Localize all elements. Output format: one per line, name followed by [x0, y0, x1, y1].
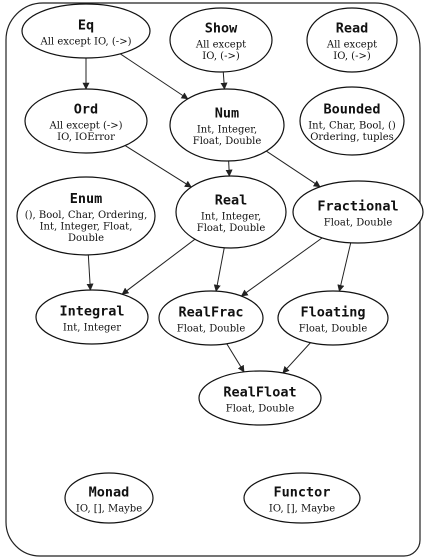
node-enum: Enum (), Bool, Char, Ordering,Int, Intege… — [16, 176, 156, 256]
edge-num-to-fractional — [266, 150, 321, 188]
edge-eq-to-num — [119, 53, 189, 100]
node-fractional-title: Fractional — [317, 198, 398, 214]
node-functor-ellipse — [243, 472, 361, 524]
node-enum-instances-line: Int, Integer, Float, — [40, 221, 133, 232]
node-realfrac-ellipse — [158, 290, 264, 346]
node-monad-title: Monad — [89, 484, 130, 500]
node-read-ellipse — [306, 7, 398, 73]
node-bounded-title: Bounded — [324, 102, 381, 118]
node-num-instances-line: Float, Double — [193, 136, 262, 147]
node-bounded-ellipse — [299, 86, 405, 156]
node-show-ellipse — [169, 7, 273, 73]
node-realfrac-instances-line: Float, Double — [177, 323, 246, 334]
node-enum-instances-line: Double — [68, 233, 104, 244]
node-ord-instances-line: All except (->) — [48, 121, 122, 132]
node-realfloat-title: RealFloat — [223, 384, 296, 400]
edge-ord-to-real — [124, 145, 192, 188]
node-show-instances-line: All except — [195, 40, 246, 51]
node-real-ellipse — [175, 175, 287, 249]
edge-fractional-to-realfrac — [240, 237, 323, 297]
edge-real-to-realfrac — [213, 247, 225, 292]
node-integral-title: Integral — [59, 303, 124, 319]
node-show-instances-line: IO, (->) — [202, 51, 240, 62]
node-enum-ellipse — [16, 176, 156, 256]
node-real-instances-line: Int, Integer, — [201, 212, 261, 223]
edge-real-to-integral — [121, 238, 196, 295]
node-enum-instances-line: (), Bool, Char, Ordering, — [25, 210, 148, 221]
edge-show-to-num — [220, 71, 228, 90]
node-bounded-instances-line: Ordering, tuples — [310, 132, 394, 143]
node-fractional-ellipse — [292, 180, 424, 244]
edge-fractional-to-floating — [337, 242, 352, 292]
edge-num-to-real — [225, 160, 233, 177]
node-real-instances-line: Float, Double — [197, 223, 266, 234]
node-read-instances-line: All except — [326, 40, 377, 51]
edge-enum-to-integral — [86, 254, 94, 291]
node-floating-title: Floating — [300, 304, 365, 320]
node-floating-ellipse — [277, 290, 389, 346]
node-realfloat-instances-line: Float, Double — [226, 403, 295, 414]
node-integral-ellipse — [35, 289, 149, 345]
node-floating-instances-line: Float, Double — [299, 323, 368, 334]
node-functor-instances-line: IO, [], Maybe — [269, 503, 335, 514]
standard-classes-frame — [5, 2, 421, 557]
node-ord-ellipse — [24, 88, 148, 154]
node-fractional-instances-line: Float, Double — [324, 217, 393, 228]
node-integral-instances-line: Int, Integer — [63, 322, 121, 333]
node-ord-instances-line: IO, IOError — [57, 132, 115, 143]
node-realfloat-ellipse — [198, 370, 322, 426]
node-real-title: Real — [215, 193, 248, 209]
node-monad-instances-line: IO, [], Maybe — [76, 503, 142, 514]
node-ord-title: Ord — [74, 102, 98, 118]
node-monad-ellipse — [64, 472, 154, 524]
node-eq-ellipse — [21, 3, 151, 59]
node-show-title: Show — [205, 21, 238, 37]
node-eq-title: Eq — [78, 17, 94, 33]
node-num-ellipse — [169, 88, 285, 162]
edge-floating-to-realfloat — [282, 342, 311, 374]
node-bounded-instances-line: Int, Char, Bool, () — [308, 121, 396, 132]
node-num-instances-line: Int, Integer, — [197, 125, 257, 136]
edge-realfrac-to-realfloat — [226, 343, 245, 373]
node-enum-title: Enum — [70, 191, 103, 207]
node-realfrac-title: RealFrac — [178, 304, 243, 320]
node-read-title: Read — [336, 21, 369, 37]
node-eq-instances-line: All except IO, (->) — [40, 36, 132, 47]
edges — [82, 53, 352, 374]
node-functor-title: Functor — [274, 484, 331, 500]
node-num-title: Num — [215, 106, 239, 122]
node-read-instances-line: IO, (->) — [333, 51, 371, 62]
